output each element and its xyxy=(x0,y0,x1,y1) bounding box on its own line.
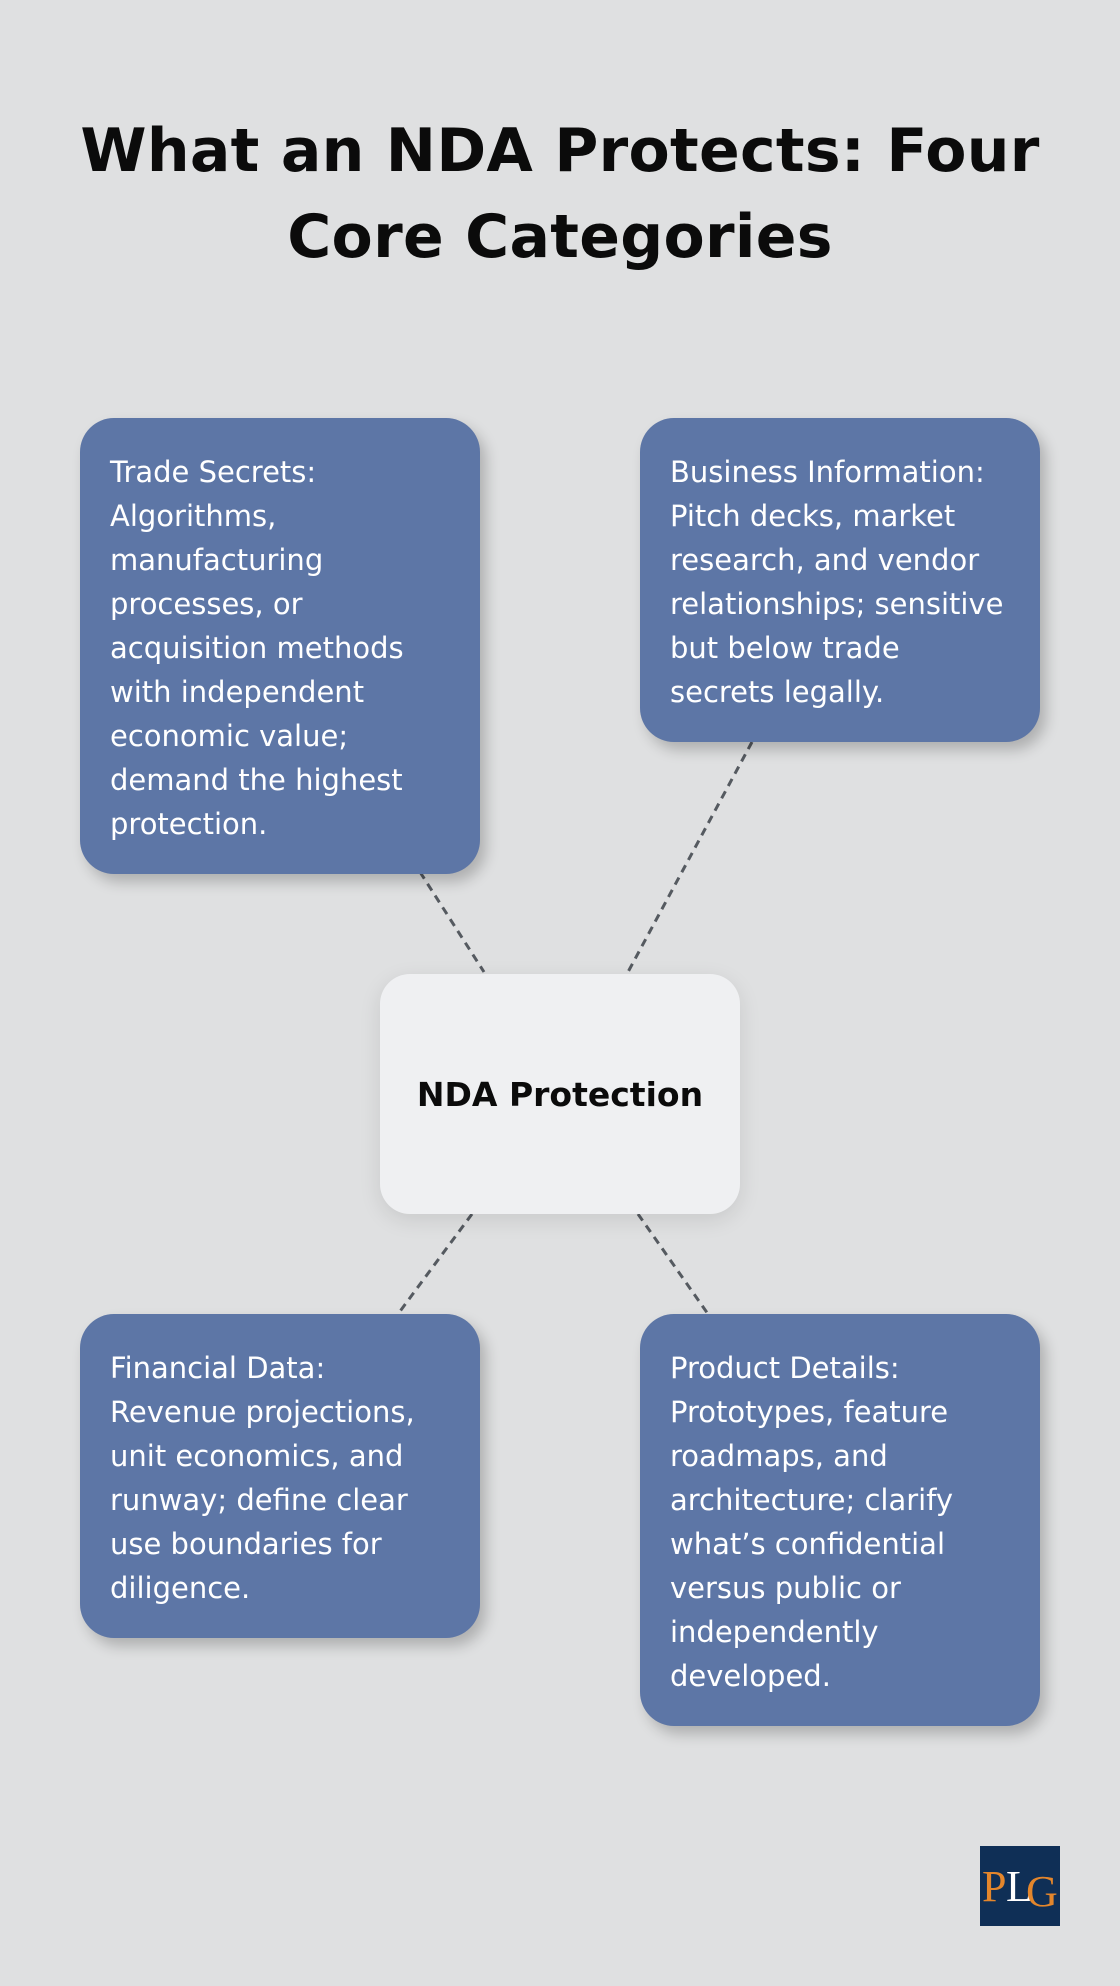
center-node: NDA Protection xyxy=(380,974,740,1214)
plg-logo: P L G xyxy=(980,1846,1060,1926)
card-business-information-text: Business Information: Pitch decks, marke… xyxy=(670,455,1004,709)
card-financial-data-text: Financial Data: Revenue projections, uni… xyxy=(110,1351,415,1605)
card-product-details: Product Details: Prototypes, feature roa… xyxy=(640,1314,1040,1726)
svg-text:G: G xyxy=(1026,1867,1058,1916)
card-trade-secrets: Trade Secrets: Algorithms, manufacturing… xyxy=(80,418,480,874)
card-product-details-text: Product Details: Prototypes, feature roa… xyxy=(670,1351,954,1693)
center-node-label: NDA Protection xyxy=(416,1074,704,1114)
svg-text:P: P xyxy=(982,1862,1006,1911)
connector-product-details xyxy=(636,1213,710,1315)
connector-business-information xyxy=(626,741,754,973)
plg-logo-mark: P L G xyxy=(982,1862,1058,1916)
connector-trade-secrets xyxy=(418,871,486,973)
card-business-information: Business Information: Pitch decks, marke… xyxy=(640,418,1040,742)
page-title: What an NDA Protects: Four Core Categori… xyxy=(80,116,1040,272)
connector-financial-data xyxy=(396,1213,474,1315)
card-financial-data: Financial Data: Revenue projections, uni… xyxy=(80,1314,480,1638)
card-trade-secrets-text: Trade Secrets: Algorithms, manufacturing… xyxy=(110,455,404,841)
svg-text:L: L xyxy=(1006,1862,1033,1911)
